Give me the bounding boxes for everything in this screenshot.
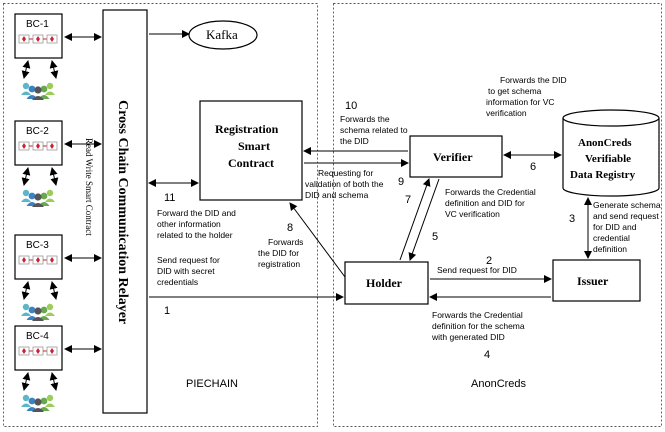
registration-contract-box <box>199 100 303 201</box>
registration-label-3: Contract <box>228 156 274 170</box>
annot-fwd-schema-3: the DID <box>340 136 369 146</box>
annot-fwd-reg-2: the DID for <box>258 248 299 258</box>
bc-label: BC-3 <box>26 240 49 251</box>
verifier-holder-arrow <box>408 178 440 261</box>
annot-fwd-did-schema-2: to get schema <box>488 86 542 96</box>
annot-fwd-did-schema-4: verification <box>486 108 527 118</box>
annot-forward-did-1: Forward the DID and <box>157 208 236 218</box>
users-icon <box>21 394 55 412</box>
step-9: 9 <box>398 176 404 188</box>
bc-group-1: BC-1 <box>14 13 63 100</box>
registry-cylinder <box>562 109 660 197</box>
bc-label: BC-2 <box>26 126 49 137</box>
annot-fwd-cred-gen-3: with generated DID <box>431 332 505 342</box>
annot-req-valid-2: validation of both the <box>305 179 384 189</box>
annot-fwd-cred-def-3: VC verification <box>445 209 500 219</box>
anoncreds-label: AnonCreds <box>471 378 527 390</box>
piechain-region <box>3 3 318 427</box>
annot-forward-did-2: other information <box>157 219 221 229</box>
annot-gen-schema-2: and send request <box>593 211 659 221</box>
annot-fwd-schema-2: schema related to <box>340 125 408 135</box>
annot-fwd-cred-gen-1: Forwards the Credential <box>432 310 523 320</box>
annot-send-secret-1: Send request for <box>157 255 220 265</box>
step-1: 1 <box>164 305 170 317</box>
annot-send-secret-2: DID with secret <box>157 266 215 276</box>
annot-gen-schema-5: definition <box>593 244 627 254</box>
step-8: 8 <box>287 222 293 234</box>
bc-group-2: BC-2 <box>14 120 63 207</box>
verifier-box <box>409 135 503 178</box>
users-icon <box>21 189 55 207</box>
registry-label-1: AnonCreds <box>578 137 632 149</box>
step-3: 3 <box>569 213 575 225</box>
verifier-label: Verifier <box>433 150 473 164</box>
annot-req-valid-3: DID and schema <box>305 190 369 200</box>
annot-send-req-did: Send request for DID <box>437 265 517 275</box>
annot-fwd-reg-3: registration <box>258 259 300 269</box>
kafka-node <box>188 20 258 50</box>
registry-label-3: Data Registry <box>570 169 636 181</box>
bc-label: BC-1 <box>26 19 49 30</box>
step-6: 6 <box>530 161 536 173</box>
step-11: 11 <box>164 192 175 204</box>
step-5: 5 <box>432 231 438 243</box>
piechain-label: PIECHAIN <box>186 378 238 390</box>
holder-label: Holder <box>366 276 403 290</box>
annot-fwd-schema-1: Forwards the <box>340 114 390 124</box>
registration-label-2: Smart <box>238 139 270 153</box>
annot-fwd-did-schema-1: Forwards the DID <box>500 75 567 85</box>
annot-send-secret-3: credentials <box>157 277 198 287</box>
step-2: 2 <box>486 255 492 267</box>
users-icon <box>21 82 55 100</box>
relayer-label: Cross Chain Communication Relayer <box>115 100 130 324</box>
annot-req-valid-1: Requesting for <box>318 168 373 178</box>
bc-label: BC-4 <box>26 331 49 342</box>
bc-group-4: BC-4 <box>14 325 63 412</box>
holder-box <box>344 261 429 305</box>
step-7: 7 <box>405 194 411 206</box>
annot-fwd-cred-def-2: definition and DID for <box>445 198 525 208</box>
read-write-label: Read Write Smart Contract <box>84 138 94 236</box>
anoncreds-region <box>333 3 662 427</box>
bc-group-3: BC-3 <box>14 234 63 321</box>
registry-label-2: Verifiable <box>585 153 631 165</box>
annot-fwd-cred-def-1: Forwards the Credential <box>445 187 536 197</box>
annot-fwd-did-schema-3: information for VC <box>486 97 555 107</box>
step-10: 10 <box>345 100 357 112</box>
users-icon <box>21 303 55 321</box>
annot-forward-did-3: related to the holder <box>157 230 233 240</box>
step-4: 4 <box>484 349 490 361</box>
annot-gen-schema-4: credential <box>593 233 630 243</box>
issuer-label: Issuer <box>577 274 609 288</box>
annot-fwd-cred-gen-2: definition for the schema <box>432 321 525 331</box>
holder-registration-arrow <box>289 202 346 278</box>
annot-fwd-reg-1: Forwards <box>268 237 303 247</box>
holder-verifier-arrow <box>399 178 431 261</box>
registration-label-1: Registration <box>215 122 279 136</box>
kafka-label: Kafka <box>206 27 238 42</box>
relayer-box <box>102 9 148 414</box>
annot-gen-schema-3: for DID and <box>593 222 637 232</box>
annot-gen-schema-1: Generate schema <box>593 200 661 210</box>
issuer-box <box>552 259 641 302</box>
